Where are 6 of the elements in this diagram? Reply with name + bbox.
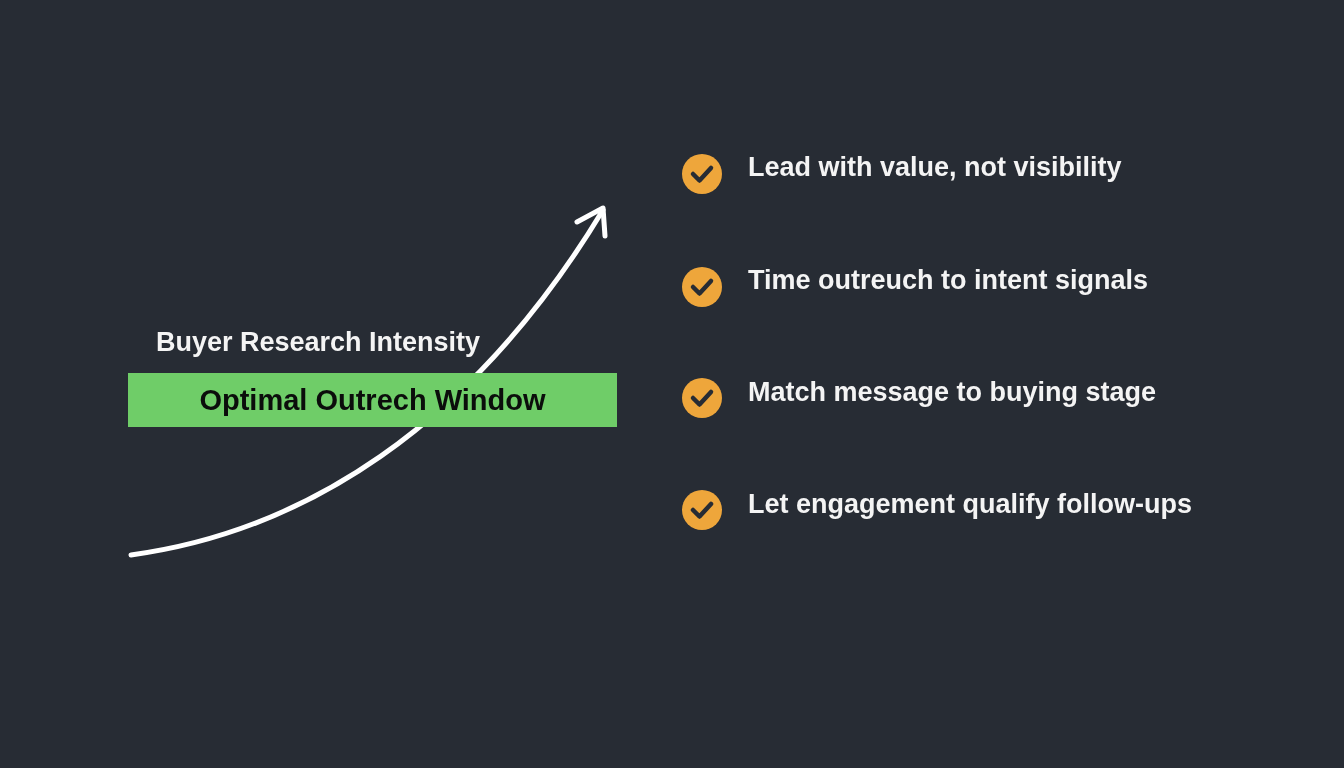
checklist-text: Let engagement qualify follow-ups (748, 489, 1193, 521)
checklist-text: Match message to buying stage (748, 377, 1157, 409)
curve-label: Buyer Research Intensity (156, 327, 481, 359)
checklist-text: Lead with value, not visibility (748, 152, 1122, 184)
outreach-window-band: Optimal Outrech Window (128, 373, 617, 427)
checklist-text: Time outreuch to intent signals (748, 265, 1149, 297)
